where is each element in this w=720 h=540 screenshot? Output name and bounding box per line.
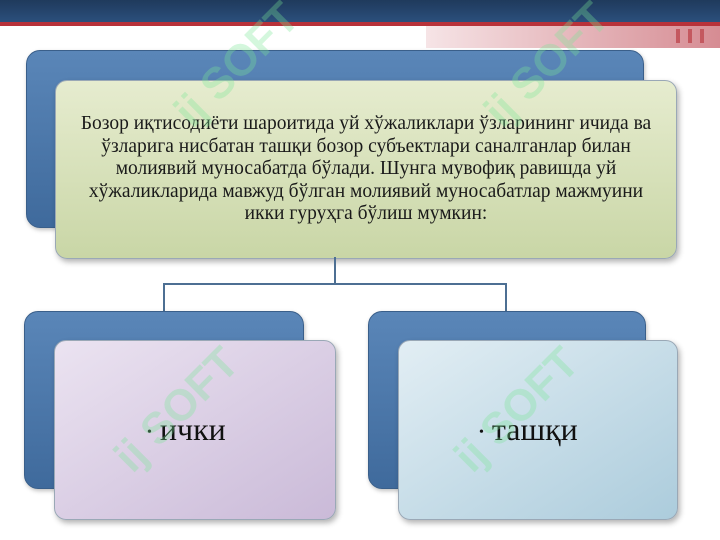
bullet-icon: • (147, 424, 152, 440)
right-node-label: • ташқи (479, 411, 578, 448)
decorative-strip (426, 26, 720, 48)
right-node-text: ташқи (491, 411, 578, 447)
connector-vertical (334, 257, 336, 283)
main-text: Бозор иқтисодиёти шароитида уй хўжаликла… (80, 113, 652, 225)
connector-horizontal (163, 283, 507, 285)
connector-right-drop (505, 283, 507, 311)
bullet-icon: • (479, 424, 484, 440)
header-bar (0, 0, 720, 22)
right-node-box: • ташқи (398, 340, 678, 520)
left-node-label: • ички (147, 411, 226, 448)
left-node-text: ички (159, 411, 226, 447)
connector-left-drop (163, 283, 165, 311)
strip-mark (688, 29, 692, 43)
left-node-box: • ички (54, 340, 336, 520)
accent-line (0, 22, 720, 26)
main-text-box: Бозор иқтисодиёти шароитида уй хўжаликла… (55, 80, 677, 259)
strip-mark (676, 29, 680, 43)
strip-mark (700, 29, 704, 43)
